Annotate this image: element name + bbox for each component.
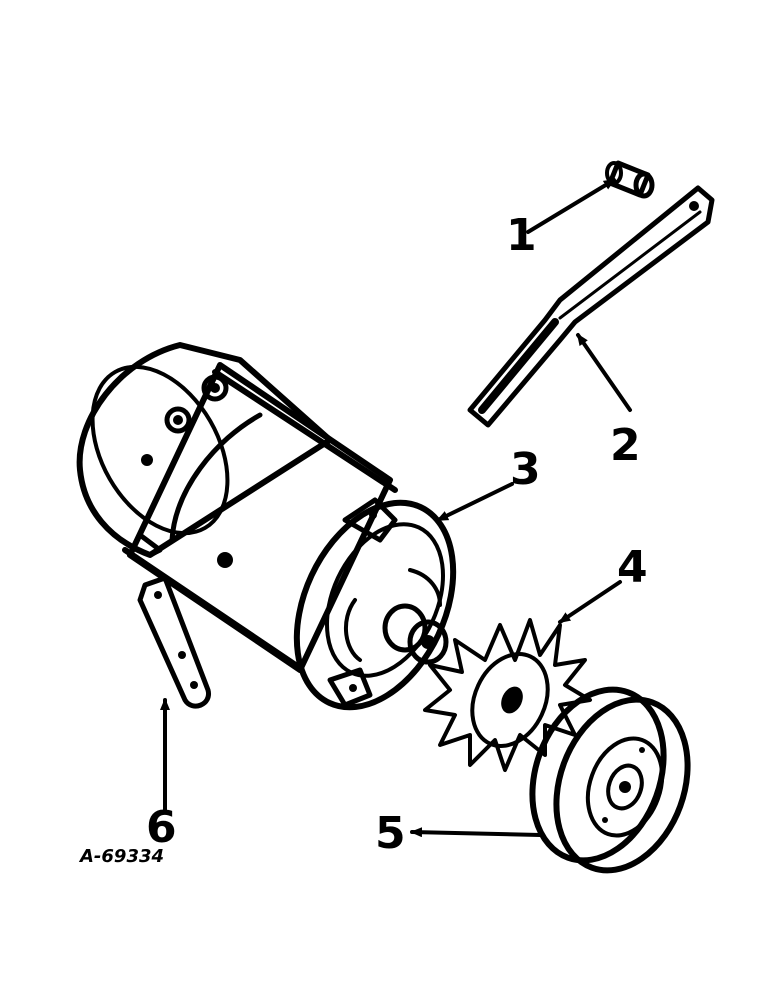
reference-code: A-69334 — [78, 846, 164, 867]
leader-2 — [576, 333, 632, 412]
part-pulley — [529, 686, 691, 874]
part-support-strap — [137, 575, 211, 709]
leader-1 — [526, 178, 616, 234]
part-adjusting-brace — [467, 185, 715, 428]
leader-lines — [160, 178, 632, 838]
part-fan — [423, 618, 592, 772]
leader-5 — [410, 827, 542, 838]
callout-2: 2 — [610, 420, 641, 471]
callout-1: 1 — [506, 210, 537, 261]
callout-3: 3 — [510, 444, 541, 495]
leader-3 — [436, 482, 514, 522]
part-generator — [76, 342, 457, 711]
callout-6: 6 — [146, 802, 177, 853]
callout-4: 4 — [617, 542, 648, 593]
callout-5: 5 — [375, 808, 406, 859]
leader-4 — [558, 580, 622, 624]
